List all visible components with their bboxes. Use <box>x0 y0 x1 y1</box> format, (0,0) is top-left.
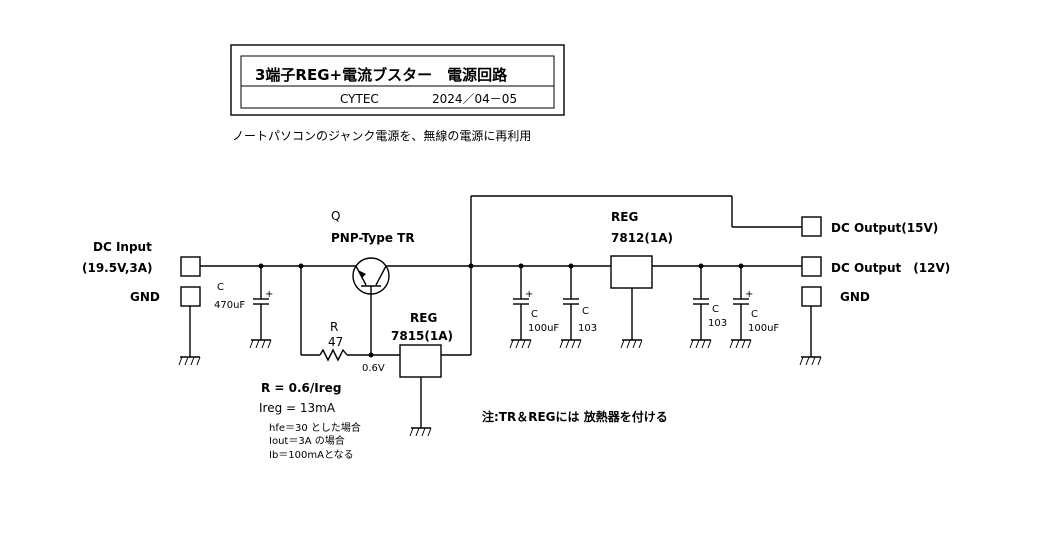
ground-symbol <box>249 339 272 349</box>
title-block-frame-outer <box>230 44 565 116</box>
calc-ib: Ib＝100mAとなる <box>269 449 354 461</box>
regulator-7812 <box>610 255 653 289</box>
c-103-b-label: C <box>712 304 719 315</box>
c-103-a-value: 103 <box>578 323 597 334</box>
ground-symbol <box>799 356 822 366</box>
ground-symbol <box>178 356 201 366</box>
gnd-output-label: GND <box>840 290 870 304</box>
r-ref: R <box>330 320 338 334</box>
q-ref: Q <box>331 209 340 223</box>
calc-iout: Iout＝3A の場合 <box>269 434 345 447</box>
capacitor-103-b <box>693 266 709 340</box>
c-100uf-a-value: 100uF <box>528 323 559 334</box>
dc-input-spec: (19.5V,3A) <box>82 261 153 275</box>
ground-symbol <box>509 339 532 349</box>
svg-text:+: + <box>525 289 533 300</box>
svg-text:+: + <box>745 289 753 300</box>
reg1-ref: REG <box>410 311 437 325</box>
capacitor-470uf: + <box>253 266 273 340</box>
dc-input-terminal <box>180 256 201 277</box>
ground-symbol <box>620 339 643 349</box>
gnd-input-terminal <box>180 286 201 307</box>
reg1-part: 7815(1A) <box>391 329 453 343</box>
svg-text:+: + <box>265 289 273 300</box>
c-103-a-label: C <box>582 306 589 317</box>
v-drop-label: 0.6V <box>362 363 385 374</box>
reg2-ref: REG <box>611 210 638 224</box>
c-100uf-b-value: 100uF <box>748 323 779 334</box>
resistor-47 <box>319 348 348 362</box>
c-100uf-b-label: C <box>751 309 758 320</box>
reg2-part: 7812(1A) <box>611 231 673 245</box>
ground-symbol <box>559 339 582 349</box>
c-100uf-a-label: C <box>531 309 538 320</box>
r-value: 47 <box>328 335 343 349</box>
heatsink-note: 注:TR＆REGには 放熱器を付ける <box>482 409 668 424</box>
pnp-transistor <box>352 257 390 355</box>
dc-output-12v-terminal <box>801 256 822 277</box>
gnd-output-terminal <box>801 286 822 307</box>
c-in-value: 470uF <box>214 300 245 311</box>
title-block: 3端子REG+電流ブスター 電源回路 CYTEC 2024／04－05 <box>230 44 565 116</box>
q-type: PNP-Type TR <box>331 231 415 245</box>
regulator-7815 <box>399 344 442 378</box>
dc-output-12v-label: DC Output (12V) <box>831 261 950 275</box>
formula-r: R = 0.6/Ireg <box>261 381 341 395</box>
gnd-input-label: GND <box>130 290 160 304</box>
formula-ireg: Ireg = 13mA <box>259 401 336 415</box>
title-block-frame-inner <box>240 55 555 109</box>
capacitor-100uf-a: + <box>513 266 533 340</box>
title-company: CYTEC <box>340 92 379 106</box>
title-date: 2024／04－05 <box>432 92 517 106</box>
c-in-label: C <box>217 282 224 293</box>
dc-output-15v-terminal <box>801 216 822 237</box>
ground-symbol <box>729 339 752 349</box>
c-103-b-value: 103 <box>708 318 727 329</box>
dc-output-15v-label: DC Output(15V) <box>831 221 938 235</box>
diagram-subtitle: ノートパソコンのジャンク電源を、無線の電源に再利用 <box>232 128 531 143</box>
ground-symbol <box>409 427 432 437</box>
capacitor-100uf-b: + <box>733 266 753 340</box>
diagram-title: 3端子REG+電流ブスター 電源回路 <box>255 66 508 84</box>
ground-symbol <box>689 339 712 349</box>
capacitor-103-a <box>563 266 579 340</box>
calc-hfe: hfe＝30 とした場合 <box>269 421 361 434</box>
dc-input-label: DC Input <box>93 240 152 254</box>
